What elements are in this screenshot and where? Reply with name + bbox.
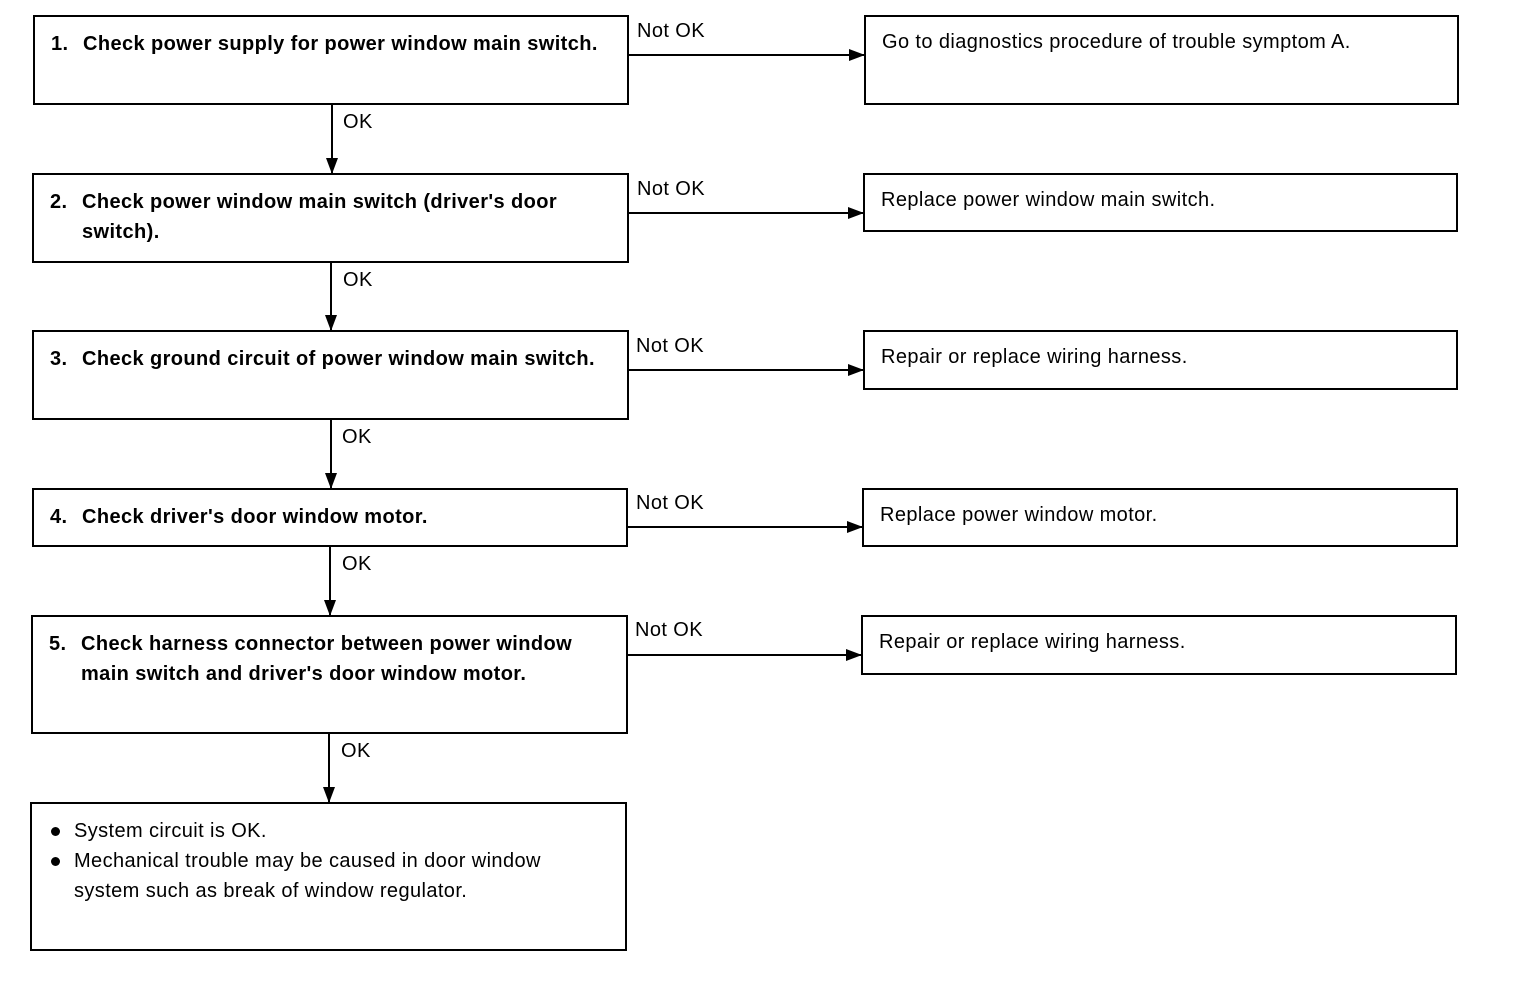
step-4-box: 4. Check driver's door window motor.	[32, 488, 628, 547]
remedy-4-box: Replace power window motor.	[862, 488, 1458, 547]
step-1-box: 1. Check power supply for power window m…	[33, 15, 629, 105]
step-2-box: 2. Check power window main switch (drive…	[32, 173, 629, 263]
not-ok-label: Not OK	[637, 20, 705, 42]
remedy-1-text: Go to diagnostics procedure of trouble s…	[882, 31, 1351, 53]
result-item: System circuit is OK.	[48, 816, 611, 846]
not-ok-label: Not OK	[636, 492, 704, 514]
result-box: System circuit is OK. Mechanical trouble…	[30, 802, 627, 951]
step-5-box: 5. Check harness connector between power…	[31, 615, 628, 734]
result-item: Mechanical trouble may be caused in door…	[48, 846, 611, 906]
ok-label: OK	[341, 740, 371, 762]
step-1-text: Check power supply for power window main…	[83, 33, 598, 55]
remedy-5-text: Repair or replace wiring harness.	[879, 631, 1186, 653]
remedy-5-box: Repair or replace wiring harness.	[861, 615, 1457, 675]
step-3-text: Check ground circuit of power window mai…	[82, 348, 595, 370]
ok-label: OK	[342, 553, 372, 575]
step-5-text: Check harness connector between power wi…	[81, 633, 573, 685]
ok-label: OK	[342, 426, 372, 448]
not-ok-label: Not OK	[636, 335, 704, 357]
remedy-3-box: Repair or replace wiring harness.	[863, 330, 1458, 390]
ok-label: OK	[343, 111, 373, 133]
step-3-number: 3.	[50, 348, 68, 370]
step-1-number: 1.	[51, 33, 69, 55]
step-2-number: 2.	[50, 191, 68, 213]
step-4-text: Check driver's door window motor.	[82, 506, 428, 528]
remedy-2-text: Replace power window main switch.	[881, 189, 1216, 211]
step-5-number: 5.	[49, 633, 67, 655]
not-ok-label: Not OK	[637, 178, 705, 200]
result-list: System circuit is OK. Mechanical trouble…	[48, 816, 611, 906]
remedy-2-box: Replace power window main switch.	[863, 173, 1458, 232]
not-ok-label: Not OK	[635, 619, 703, 641]
remedy-3-text: Repair or replace wiring harness.	[881, 346, 1188, 368]
remedy-4-text: Replace power window motor.	[880, 504, 1158, 526]
remedy-1-box: Go to diagnostics procedure of trouble s…	[864, 15, 1459, 105]
ok-label: OK	[343, 269, 373, 291]
step-4-number: 4.	[50, 506, 68, 528]
step-3-box: 3. Check ground circuit of power window …	[32, 330, 629, 420]
step-2-text: Check power window main switch (driver's…	[82, 191, 558, 243]
